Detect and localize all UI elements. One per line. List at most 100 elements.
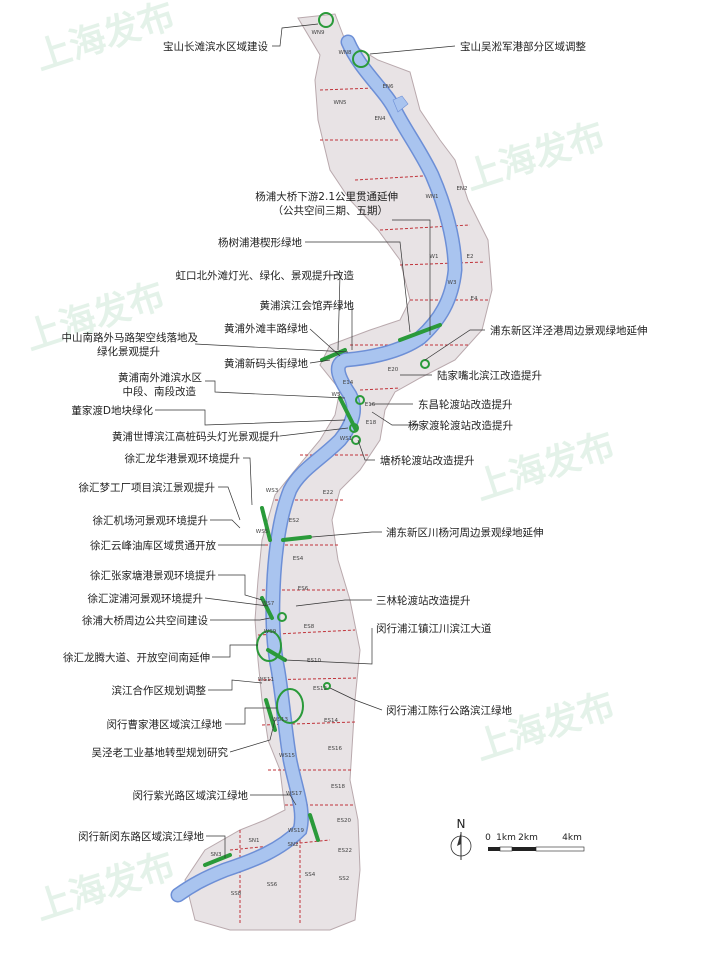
zone-label: ES6 — [298, 586, 309, 592]
zone-label: EN4 — [374, 116, 386, 122]
zone-label: E16 — [365, 402, 376, 408]
zone-label: SS6 — [267, 882, 278, 888]
label-dongchang: 东昌轮渡站改造提升 — [418, 398, 513, 411]
zone-label: WS9 — [264, 629, 277, 635]
label-wusong: 宝山吴淞军港部分区域调整 — [460, 40, 586, 53]
scale-tick: 1km — [496, 833, 516, 843]
scale-and-compass: N 0 1km 2km 4km — [450, 817, 585, 860]
label-tangqiao: 塘桥轮渡站改造提升 — [380, 454, 475, 467]
zone-label: E14 — [343, 380, 354, 386]
zone-label: WS3 — [266, 488, 279, 494]
zone-label: ES18 — [331, 784, 345, 790]
zone-label: WS5 — [256, 529, 269, 535]
zone-label: EN2 — [456, 186, 467, 192]
huangpu-river-fill — [172, 36, 462, 901]
marker-circle — [355, 395, 365, 405]
label-zhongshan-road-sub: 绿化景观提升 — [97, 345, 160, 358]
zone-label: WS17 — [286, 791, 302, 797]
label-xupu-bridge: 徐浦大桥周边公共空间建设 — [82, 614, 208, 627]
label-new-wharf: 黄浦新码头街绿地 — [224, 357, 308, 370]
label-caojiagang: 闵行曹家港区域滨江绿地 — [107, 718, 223, 731]
label-airport-river: 徐汇机场河景观环境提升 — [93, 514, 209, 527]
marker-circle — [276, 688, 304, 724]
project-markers — [256, 12, 430, 724]
watermark: 上海发布 — [30, 845, 180, 928]
zone-label: ES4 — [293, 556, 304, 562]
scale-tick: 2km — [518, 833, 538, 843]
label-yangpu-bridge: 杨浦大桥下游2.1公里贯通延伸 — [255, 190, 398, 203]
label-wujing: 吴泾老工业基地转型规划研究 — [92, 746, 229, 759]
zone-label: E18 — [366, 420, 377, 426]
zone-label: ES12 — [313, 686, 327, 692]
label-baoshan-changtan: 宝山长滩滨水区域建设 — [163, 40, 268, 53]
zone-labels: WN9 WN8 EN6 WN5 EN4 EN2 WN1 W1 E2 W3 E4 … — [210, 30, 478, 897]
zone-label: SS8 — [231, 891, 242, 897]
leader-lines — [155, 23, 485, 858]
marker-circle — [351, 435, 361, 445]
zone-label: WS1 — [340, 436, 352, 442]
marker-circle — [349, 423, 359, 433]
label-yangshupu: 杨树浦港楔形绿地 — [218, 236, 302, 249]
marker-circle — [318, 12, 334, 28]
label-cooperation-zone: 滨江合作区规划调整 — [112, 684, 207, 697]
zone-label: ES14 — [324, 718, 338, 724]
label-zhangjiatang: 徐汇张家塘港景观环境提升 — [90, 569, 216, 582]
watermark: 上海发布 — [460, 115, 610, 198]
zone-label: E22 — [323, 490, 333, 496]
zone-label: WS19 — [288, 828, 304, 834]
label-yunfeng: 徐汇云峰油库区域贯通开放 — [90, 539, 216, 552]
label-expo: 黄浦世博滨江高桩码头灯光景观提升 — [112, 430, 280, 443]
zone-label: W5 — [332, 392, 341, 398]
scale-tick: 4km — [562, 833, 582, 843]
label-lujiazui: 陆家嘴北滨江改造提升 — [437, 369, 542, 382]
scale-tick: 0 — [485, 833, 491, 843]
watermark: 上海发布 — [470, 425, 620, 508]
watermark: 上海发布 — [30, 0, 180, 79]
zone-label: ES16 — [328, 746, 342, 752]
zone-label: EN6 — [382, 84, 394, 90]
label-sanlin: 三林轮渡站改造提升 — [376, 594, 471, 607]
zone-label: WN1 — [425, 194, 438, 200]
zone-label: W3 — [448, 280, 457, 286]
label-ziguang: 闵行紫光路区域滨江绿地 — [133, 789, 249, 802]
zone-label: ES8 — [304, 624, 315, 630]
zone-label: WS11 — [258, 677, 274, 683]
zone-label: WN8 — [338, 50, 352, 56]
marker-circle — [277, 612, 287, 622]
label-south-bund-sub: 中段、南段改造 — [123, 385, 197, 398]
zone-label: SN3 — [210, 852, 222, 858]
zone-label: WN9 — [311, 30, 325, 36]
zone-label: SS2 — [339, 876, 349, 882]
left-label-group: 宝山长滩滨水区域建设 杨浦大桥下游2.1公里贯通延伸 （公共空间三期、五期） 杨… — [62, 40, 399, 843]
label-chuanyang: 浦东新区川杨河周边景观绿地延伸 — [386, 526, 544, 539]
label-yangjing: 浦东新区洋泾港周边景观绿地延伸 — [490, 324, 648, 337]
label-south-bund: 黄浦南外滩滨水区 — [118, 371, 202, 384]
marker-circle — [323, 682, 331, 690]
label-longteng: 徐汇龙腾大道、开放空间南延伸 — [63, 651, 210, 664]
zone-label: WN5 — [333, 100, 347, 106]
zone-label: E20 — [388, 367, 399, 373]
label-huangpu-waitan: 黄浦外滩丰路绿地 — [224, 322, 308, 335]
zone-label: SN1 — [248, 838, 259, 844]
zone-label: ES2 — [289, 518, 299, 524]
label-xinmindong: 闵行新闵东路区域滨江绿地 — [78, 830, 204, 843]
label-yangpu-bridge-sub: （公共空间三期、五期） — [273, 204, 389, 217]
zone-label: WS15 — [279, 753, 295, 759]
land-area — [184, 13, 493, 931]
label-huangpu-guild: 黄浦滨江会馆弄绿地 — [260, 299, 355, 312]
zone-label: E2 — [467, 254, 474, 260]
zone-label: SN2 — [287, 842, 298, 848]
zone-label: E4 — [471, 296, 478, 302]
label-longhua: 徐汇龙华港景观环境提升 — [125, 452, 241, 465]
zone-label: SS4 — [305, 872, 316, 878]
watermark: 上海发布 — [470, 685, 620, 768]
marker-circle — [352, 50, 370, 68]
label-dongjiadu: 董家渡D地块绿化 — [71, 404, 153, 417]
zone-label: ES22 — [338, 848, 352, 854]
label-chenhang: 闵行浦江陈行公路滨江绿地 — [386, 704, 512, 717]
lake — [392, 95, 409, 113]
zone-label: WS7 — [262, 601, 275, 607]
marker-circle — [256, 630, 282, 662]
label-dianpu: 徐汇淀浦河景观环境提升 — [88, 592, 204, 605]
